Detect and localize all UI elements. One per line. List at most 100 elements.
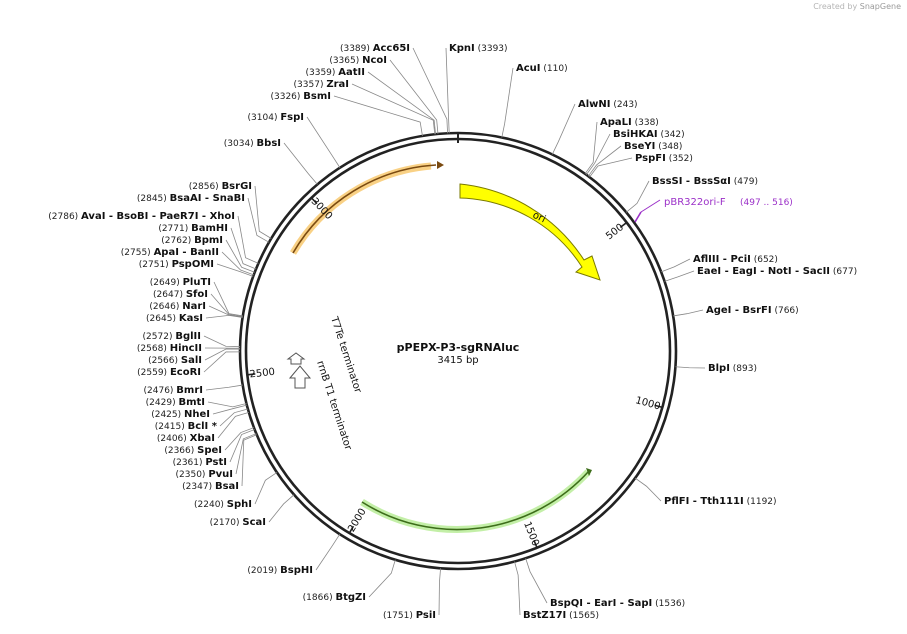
enzyme-name: EaeI [697,266,721,277]
enzyme-name: BssSI [652,176,682,187]
enzyme-name: SalI [181,355,202,366]
site-label: (2856) BsrGI [189,181,252,192]
terminator-icon [286,352,312,389]
site-leader-line [247,197,270,243]
enzyme-name: AgeI [706,305,731,316]
site-leader-line [525,558,548,604]
site-leader-line [203,351,241,373]
site-leader-line [283,142,318,185]
restriction-site: (2559) EcoRI [137,351,241,378]
site-position: (2415) [155,422,188,432]
green-feature-arrow [361,470,590,531]
plasmid-size: 3415 bp [437,355,478,366]
site-label: AgeI - BsrFI (766) [706,305,799,316]
site-position: (2645) [146,314,179,324]
enzyme-name: BsmI [303,91,331,102]
enzyme-name: PflFI [664,496,689,507]
enzyme-name: PluTI [183,277,211,288]
credit-brand: SnapGene [859,2,901,11]
site-label: (2559) EcoRI [137,367,201,378]
site-label: (2019) BspHI [247,565,313,576]
enzyme-name: AcuI [516,63,541,74]
site-leader-line [241,434,257,487]
site-separator: - [583,598,594,609]
site-position: (110) [541,64,568,74]
enzyme-name: ApaI [154,247,179,258]
site-position: (2347) [182,482,215,492]
enzyme-name: BsaI [215,481,239,492]
restriction-site: (2566) SalI [148,348,241,366]
site-label: AlwNI (243) [578,99,638,110]
site-label: (2476) BmrI [144,385,204,396]
site-separator: - [179,247,190,258]
restriction-site: BspQI - EarI - SapI (1536) [525,558,685,609]
restriction-site: PflFI - Tth111I (1192) [634,477,777,507]
enzyme-name: AvaI [81,211,105,222]
green-feature-arrowhead [586,468,592,476]
restriction-site: ApaLI (338) [584,117,659,175]
site-label: BstZ17I (1565) [523,610,599,621]
site-position: (3393) [475,44,508,54]
enzyme-name: BsiHKAI [613,129,658,140]
site-position: (2568) [137,344,170,354]
site-position: (652) [751,255,778,265]
site-label: (3104) FspI [248,112,304,123]
site-leader-line [367,71,436,135]
primer-name: pBR322ori-F [664,197,726,208]
site-leader-line [237,215,259,264]
enzyme-name: BsoBI [117,211,149,222]
enzyme-name: BsrGI [222,181,252,192]
site-leader-line [229,429,255,463]
site-label: (2415) BclI * [155,421,218,432]
enzyme-name: SnaBI [213,193,245,204]
enzyme-name: BspQI [550,598,583,609]
site-position: (3104) [248,113,281,123]
site-label: EaeI - EagI - NotI - SacII (677) [697,266,857,277]
restriction-site: BsiHKAI (342) [585,129,685,175]
site-leader-line [213,281,243,317]
restriction-site: (2366) SpeI [164,427,255,456]
site-leader-line [203,335,241,348]
restriction-site: (2572) BglII [143,331,241,348]
site-leader-line [205,384,243,391]
enzyme-name: EagI [732,266,756,277]
site-leader-line [235,433,257,475]
enzyme-name: FspI [280,112,304,123]
site-label: AcuI (110) [516,63,568,74]
site-leader-line [412,47,448,134]
enzyme-name: BsrFI [743,305,772,316]
site-label: (1866) BtgZI [303,592,366,603]
site-label: (2771) BamHI [158,223,228,234]
site-leader-line [333,95,423,136]
enzyme-name: KpnI [449,43,475,54]
enzyme-name: BtgZI [335,592,366,603]
restriction-site: (3104) FspI [248,112,341,168]
site-leader-line [217,412,249,439]
site-separator: - [719,254,730,265]
site-position: (2856) [189,182,222,192]
site-separator: - [689,496,700,507]
plasmid-name: pPEPX-P3-sgRNAluc [397,341,520,354]
enzyme-name: PstI [205,457,227,468]
site-label: (2425) NheI [151,409,210,420]
site-leader-line [438,568,441,616]
site-leader-line [219,408,248,427]
site-separator: - [616,598,627,609]
enzyme-name: EarI [594,598,616,609]
restriction-site: (2406) XbaI [157,412,249,444]
site-leader-line [625,180,650,213]
restriction-site: (2019) BspHI [247,533,341,576]
restriction-site: (3326) BsmI [270,91,423,136]
enzyme-name: NotI [768,266,792,277]
site-position: (2845) [137,194,170,204]
site-position: (2755) [121,248,154,258]
tick-label: 1000 [634,395,661,412]
site-position: (2170) [210,518,243,528]
enzyme-name: PspOMI [172,259,214,270]
site-position: (766) [772,306,799,316]
restriction-site: (2856) BsrGI [189,181,272,239]
enzyme-name: KasI [179,313,203,324]
site-separator: - [682,176,693,187]
